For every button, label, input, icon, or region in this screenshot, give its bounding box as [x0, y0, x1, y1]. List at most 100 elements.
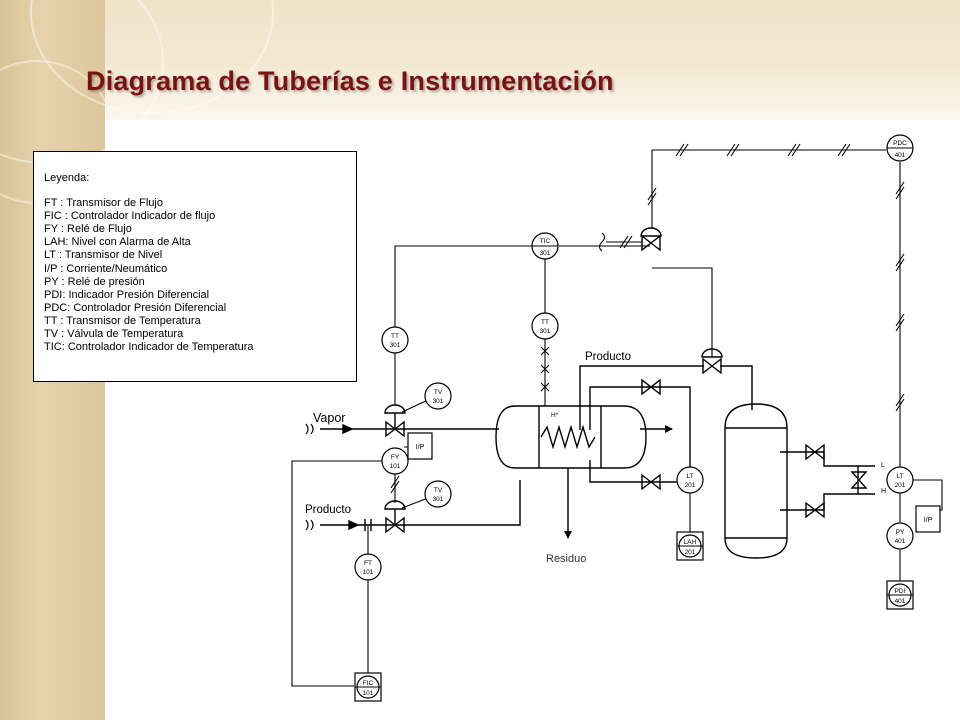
pneumatic-signal-marks: [390, 143, 905, 494]
stream-label-residuo: Residuo: [546, 553, 586, 565]
separator-head-lines: [725, 427, 787, 539]
legend-item: TIC: Controlador Indicador de Temperatur…: [44, 341, 254, 354]
valve-actuator: [640, 227, 662, 237]
air-supply-symbol: [598, 232, 606, 252]
control-valve: [702, 357, 722, 375]
signal-line: [652, 267, 713, 357]
legend-item: LAH: Nivel con Alarma de Alta: [44, 236, 191, 249]
instrument-bubble-lt: [676, 466, 704, 494]
line-arrowhead: [348, 519, 360, 531]
gate-valve: [850, 471, 868, 489]
control-valve: [641, 234, 661, 252]
inlet-symbol: [305, 519, 314, 531]
orifice-plate: [364, 519, 372, 531]
control-valve: [385, 420, 405, 438]
exchanger-tag: H*: [551, 412, 559, 419]
producto-out-line: [579, 365, 704, 430]
instrument-loop: 201: [685, 482, 696, 489]
ip-converter-box: [915, 505, 941, 533]
legend-item: PDC: Controlador Presión Diferencial: [44, 301, 227, 314]
slide-title: Diagrama de Tuberías e Instrumentación: [86, 66, 614, 96]
heat-exchanger-shell: [495, 405, 647, 469]
instrument-tag: PY: [896, 529, 905, 536]
separator-vessel: [724, 403, 788, 559]
instrument-loop: 301: [390, 342, 401, 349]
signal-line: [651, 149, 886, 228]
legend-box: Leyenda: FT : Transmisor de Flujo FIC : …: [33, 151, 357, 382]
instrument-tag: PDI: [895, 588, 906, 595]
instrument-loop: 101: [363, 690, 374, 697]
instrument-loop: 401: [895, 152, 906, 159]
column-left-drain-line: [780, 493, 840, 511]
legend-item: FT : Transmisor de Flujo: [44, 197, 163, 210]
legend-item: PY : Relé de presión: [44, 275, 145, 288]
gate-valve: [805, 501, 825, 519]
instrument-tag: FY: [391, 454, 400, 461]
instrument-bubble-tt-left: [381, 326, 409, 354]
valve-actuator: [701, 348, 723, 358]
instrument-loop: 101: [363, 569, 374, 576]
instrument-bubble-ft: [354, 553, 382, 581]
instrument-tag: LT: [896, 473, 903, 480]
ip-converter-label: I/P: [416, 444, 425, 451]
instrument-tag: TV: [434, 389, 443, 396]
stream-label-producto-in: Producto: [305, 504, 351, 516]
legend-item: TT : Transmisor de Temperatura: [44, 314, 201, 327]
instrument-tag: PDC: [893, 140, 907, 147]
legend-heading: Leyenda:: [44, 172, 90, 184]
lower-branch-line: [589, 460, 690, 483]
ip-converter-label: I/P: [924, 517, 933, 524]
level-bridle: [840, 465, 875, 495]
instrument-loop: 301: [540, 328, 551, 335]
legend-item: I/P : Corriente/Neumático: [44, 262, 168, 275]
instrument-loop: 401: [895, 598, 906, 605]
instrument-tag: TV: [434, 487, 443, 494]
legend-item: LT : Transmisor de Nivel: [44, 249, 163, 262]
instrument-loop: 201: [895, 482, 906, 489]
signal-line: [394, 245, 532, 327]
control-valve: [385, 516, 405, 534]
valve-actuator: [384, 500, 406, 525]
instrument-loop: 301: [433, 496, 444, 503]
producto-feed-line: [320, 480, 521, 526]
instrument-tag: LT: [686, 473, 693, 480]
instrument-bubble-tv-top: [424, 382, 452, 410]
instrument-bubble-tt-top: [531, 312, 559, 340]
stream-label-vapor: Vapor: [313, 411, 345, 425]
valve-actuator: [384, 404, 406, 429]
ip-converter-box: [407, 432, 433, 460]
instrument-bubble-py: [886, 522, 914, 550]
instrument-tag: TT: [541, 319, 549, 326]
instrument-loop: 101: [390, 463, 401, 470]
signal-line: [401, 497, 429, 509]
column-left-vent-line: [780, 451, 840, 467]
instrument-loop: 201: [685, 549, 696, 556]
upper-branch-line: [589, 386, 691, 468]
instrument-tag: LAH: [684, 539, 697, 546]
legend-item: FIC : Controlador Indicador de flujo: [44, 210, 216, 223]
legend-item: FY : Relé de Flujo: [44, 223, 132, 236]
gate-valve: [641, 378, 661, 396]
instrument-tag: FT: [364, 560, 372, 567]
instrument-bubble-lt-right: [886, 466, 914, 494]
heat-exchanger-coil: [540, 424, 596, 450]
inlet-symbol: [305, 423, 314, 435]
instrument-loop: 401: [895, 538, 906, 545]
instrument-bubble-tv-bottom: [424, 480, 452, 508]
signal-line: [291, 460, 383, 687]
electric-signal-marks: [540, 346, 550, 392]
legend-item: PDI: Indicador Presión Diferencial: [44, 288, 210, 301]
level-tap-label-low: H: [881, 488, 886, 495]
producto-to-column-line: [720, 365, 753, 410]
instrument-tag: TIC: [540, 238, 551, 245]
gate-valve: [641, 473, 661, 491]
signal-line: [401, 399, 429, 413]
legend-item: TV : Válvula de Temperatura: [44, 328, 184, 341]
line-arrowhead: [342, 423, 354, 435]
level-tap-label-high: L: [881, 462, 885, 469]
stream-label-producto-out: Producto: [585, 351, 631, 363]
instrument-tag: FIC: [363, 680, 374, 687]
instrument-loop: 301: [433, 398, 444, 405]
